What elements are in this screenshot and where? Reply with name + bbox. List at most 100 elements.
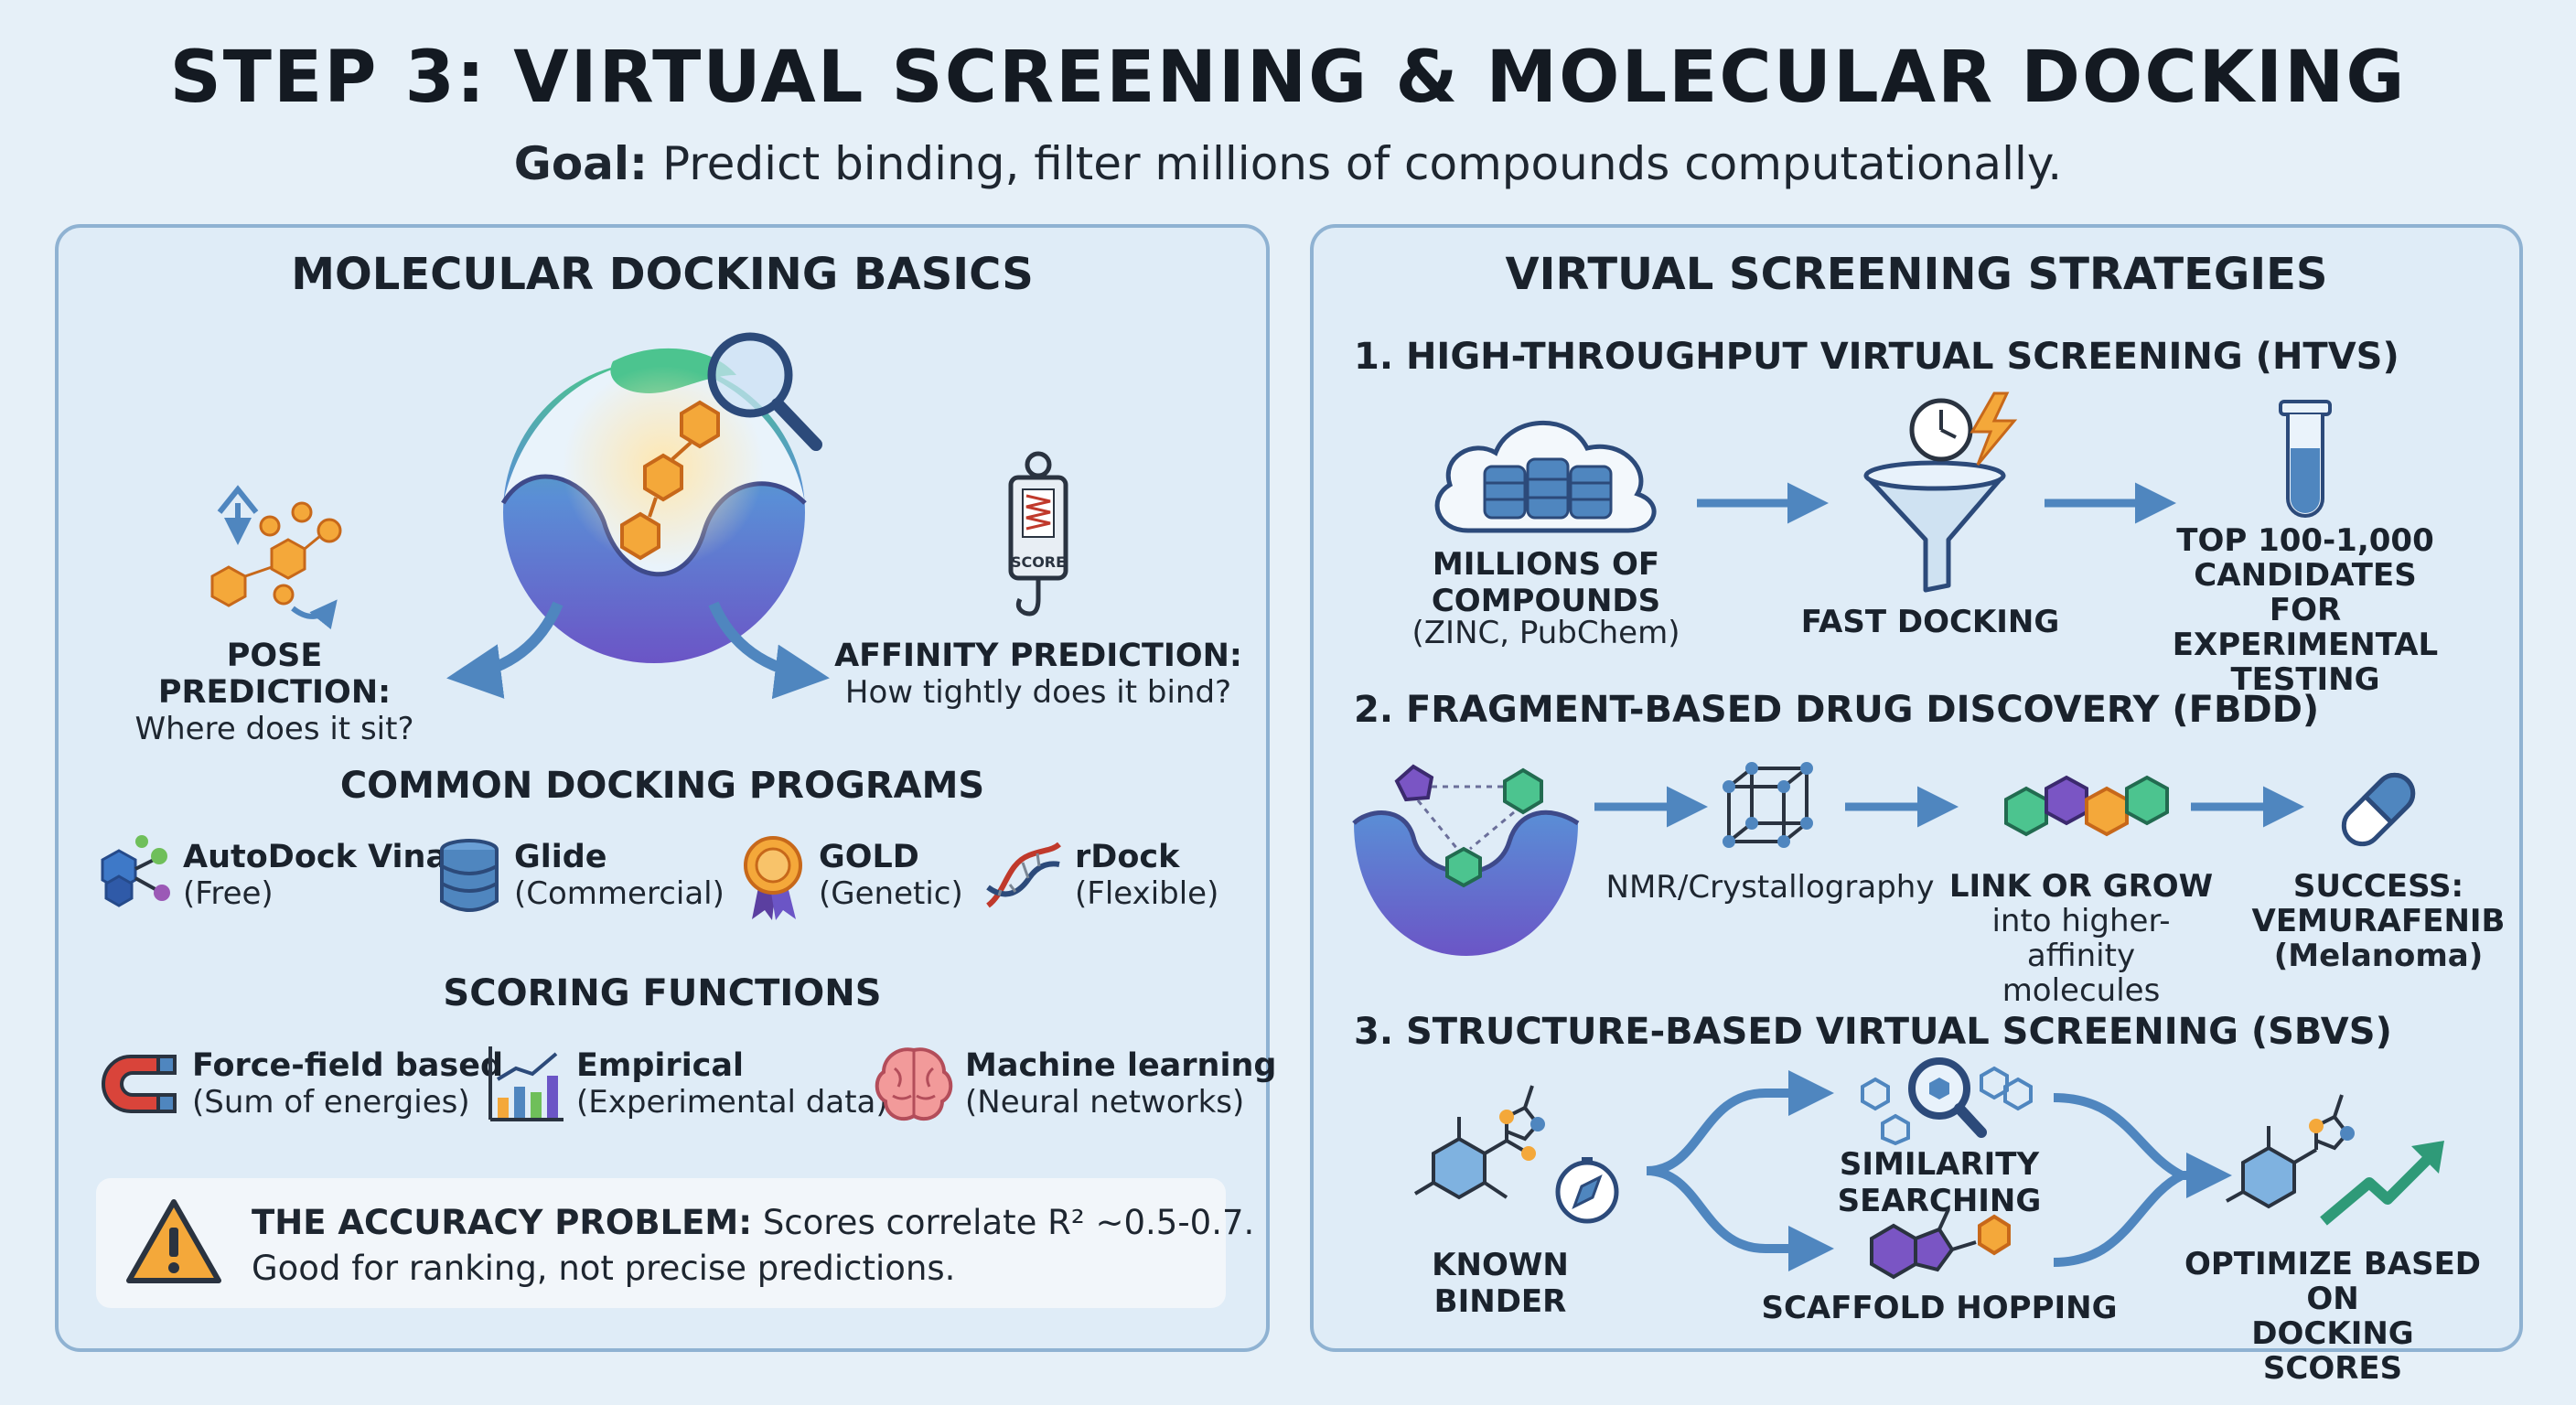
warning-icon xyxy=(126,1199,221,1283)
sbvs-title: 3. STRUCTURE-BASED VIRTUAL SCREENING (SB… xyxy=(1354,1011,2392,1053)
brain-icon xyxy=(875,1047,953,1121)
known-binder-molecule-icon xyxy=(1413,1085,1619,1224)
page-goal: Goal: Predict binding, filter millions o… xyxy=(0,137,2576,190)
fbdd-arrow-2 xyxy=(1845,786,1959,828)
dna-icon xyxy=(986,842,1061,908)
optimized-molecule-icon xyxy=(2226,1094,2444,1226)
program-note: (Free) xyxy=(183,875,274,912)
optimize-line: DOCKING SCORES xyxy=(2251,1315,2414,1387)
fbdd-arrow-1 xyxy=(1594,786,1708,828)
scoring-title: SCORING FUNCTIONS xyxy=(443,972,882,1014)
scoring-note: (Sum of energies) xyxy=(192,1084,470,1121)
fbdd-step3: SUCCESS: VEMURAFENIB (Melanoma) xyxy=(2232,869,2525,973)
database-icon xyxy=(440,839,499,912)
optimize-line: OPTIMIZE BASED ON xyxy=(2184,1246,2482,1317)
htvs-step3-line: TESTING xyxy=(2230,661,2380,698)
fbdd-step3-line: (Melanoma) xyxy=(2273,938,2484,974)
htvs-step1-note: (ZINC, PubChem) xyxy=(1411,615,1680,651)
program-note: (Flexible) xyxy=(1075,875,1219,912)
linked-fragments-icon xyxy=(2004,775,2169,837)
fbdd-step2-line: into higher-affinity xyxy=(1991,903,2171,974)
fbdd-step3-line: VEMURAFENIB xyxy=(2251,903,2506,939)
htvs-step1-line: COMPOUNDS xyxy=(1431,583,1661,619)
program-glide: Glide (Commercial) xyxy=(514,839,724,912)
htvs-title: 1. HIGH-THROUGHPUT VIRTUAL SCREENING (HT… xyxy=(1354,336,2399,378)
docking-illustration xyxy=(500,332,822,663)
known-binder-label: KNOWN BINDER xyxy=(1432,1247,1569,1320)
similarity-label: SIMILARITY SEARCHING xyxy=(1837,1146,2042,1219)
similarity-search-icon xyxy=(1861,1057,2033,1146)
htvs-step1-title: MILLIONS OF COMPOUNDS xyxy=(1400,546,1692,619)
pose-subtitle: Where does it sit? xyxy=(134,711,414,747)
magnifier-icon xyxy=(707,332,822,451)
compass-icon xyxy=(1555,1157,1619,1224)
fbdd-step2-title: LINK OR GROW xyxy=(1948,868,2214,905)
program-name: GOLD xyxy=(819,839,919,875)
affinity-arrow xyxy=(708,601,830,700)
warning-title: THE ACCURACY PROBLEM: xyxy=(252,1203,753,1242)
test-tube-icon xyxy=(2279,400,2332,518)
fbdd-title: 2. FRAGMENT-BASED DRUG DISCOVERY (FBDD) xyxy=(1354,689,2320,731)
sbvs-merge-arrows xyxy=(2053,1093,2232,1267)
program-name: rDock xyxy=(1075,839,1180,875)
fbdd-step2: LINK OR GROW into higher-affinity molecu… xyxy=(1939,869,2223,1008)
htvs-step3: TOP 100-1,000 CANDIDATES FOR EXPERIMENTA… xyxy=(2154,523,2456,697)
affinity-title: AFFINITY PREDICTION: xyxy=(834,638,1242,674)
molecule-icon xyxy=(101,835,170,907)
fbdd-arrow-3 xyxy=(2191,786,2304,828)
program-rdock: rDock (Flexible) xyxy=(1075,839,1218,912)
htvs-step3-line: EXPERIMENTAL xyxy=(2172,627,2439,663)
scoring-note: (Experimental data) xyxy=(576,1084,888,1121)
left-panel-title: MOLECULAR DOCKING BASICS xyxy=(291,249,1034,300)
htvs-step1-line: MILLIONS OF xyxy=(1432,546,1660,583)
program-gold: GOLD (Genetic) xyxy=(819,839,963,912)
trend-up-icon xyxy=(2320,1141,2444,1226)
scoring-empirical: Empirical (Experimental data) xyxy=(576,1047,888,1121)
ligand-icon xyxy=(620,400,720,561)
program-name: AutoDock Vina xyxy=(183,839,448,875)
affinity-prediction: AFFINITY PREDICTION: How tightly does it… xyxy=(823,638,1253,711)
htvs-arrow-2 xyxy=(2045,482,2176,524)
spring-scale-icon: SCORE xyxy=(1008,451,1068,617)
fbdd-step3-line: SUCCESS: xyxy=(2292,868,2464,905)
sbvs-branch-arrows xyxy=(1646,1070,1834,1271)
htvs-step3-line: TOP 100-1,000 xyxy=(2176,522,2434,559)
program-note: (Commercial) xyxy=(514,875,724,912)
fbdd-step1: NMR/Crystallography xyxy=(1605,869,1935,906)
warning-line1: Scores correlate R² ~0.5-0.7. xyxy=(762,1203,1255,1242)
medal-icon xyxy=(744,836,802,920)
pose-molecule-icon xyxy=(210,485,342,630)
accuracy-warning xyxy=(96,1178,1226,1308)
program-note: (Genetic) xyxy=(819,875,963,912)
scoring-ml: Machine learning (Neural networks) xyxy=(965,1047,1276,1121)
goal-text: Predict binding, filter millions of comp… xyxy=(661,137,2063,190)
scale-label: SCORE xyxy=(1011,553,1066,571)
fragment-pocket-icon xyxy=(1352,764,1580,956)
right-panel-title: VIRTUAL SCREENING STRATEGIES xyxy=(1505,249,2328,300)
pose-title: POSE PREDICTION: xyxy=(157,638,392,711)
affinity-subtitle: How tightly does it bind? xyxy=(844,674,1232,711)
programs-title: COMMON DOCKING PROGRAMS xyxy=(339,765,985,807)
pose-arrow xyxy=(446,601,564,699)
bar-chart-icon xyxy=(488,1046,564,1121)
funnel-icon xyxy=(1863,391,2018,593)
scaffold-molecule-icon xyxy=(1870,1208,2011,1280)
scoring-name: Machine learning xyxy=(965,1047,1277,1084)
scoring-name: Force-field based xyxy=(192,1047,504,1084)
pill-icon xyxy=(2341,772,2416,847)
crystal-lattice-icon xyxy=(1723,762,1813,848)
warning-text: THE ACCURACY PROBLEM: Scores correlate R… xyxy=(252,1200,1254,1292)
program-autodock: AutoDock Vina (Free) xyxy=(183,839,447,912)
htvs-arrow-1 xyxy=(1697,482,1829,524)
scoring-name: Empirical xyxy=(576,1047,745,1084)
lightning-icon xyxy=(1970,391,2018,466)
pose-prediction: POSE PREDICTION: Where does it sit? xyxy=(110,638,439,747)
scoring-force-field: Force-field based (Sum of energies) xyxy=(192,1047,503,1121)
htvs-step2: FAST DOCKING xyxy=(1800,604,2060,640)
goal-label: Goal: xyxy=(513,137,649,190)
cloud-database-icon xyxy=(1434,420,1657,533)
fbdd-step2-line: molecules xyxy=(2002,972,2161,1009)
program-name: Glide xyxy=(514,839,607,875)
warning-line2: Good for ranking, not precise prediction… xyxy=(252,1249,956,1288)
scoring-note: (Neural networks) xyxy=(965,1084,1245,1121)
